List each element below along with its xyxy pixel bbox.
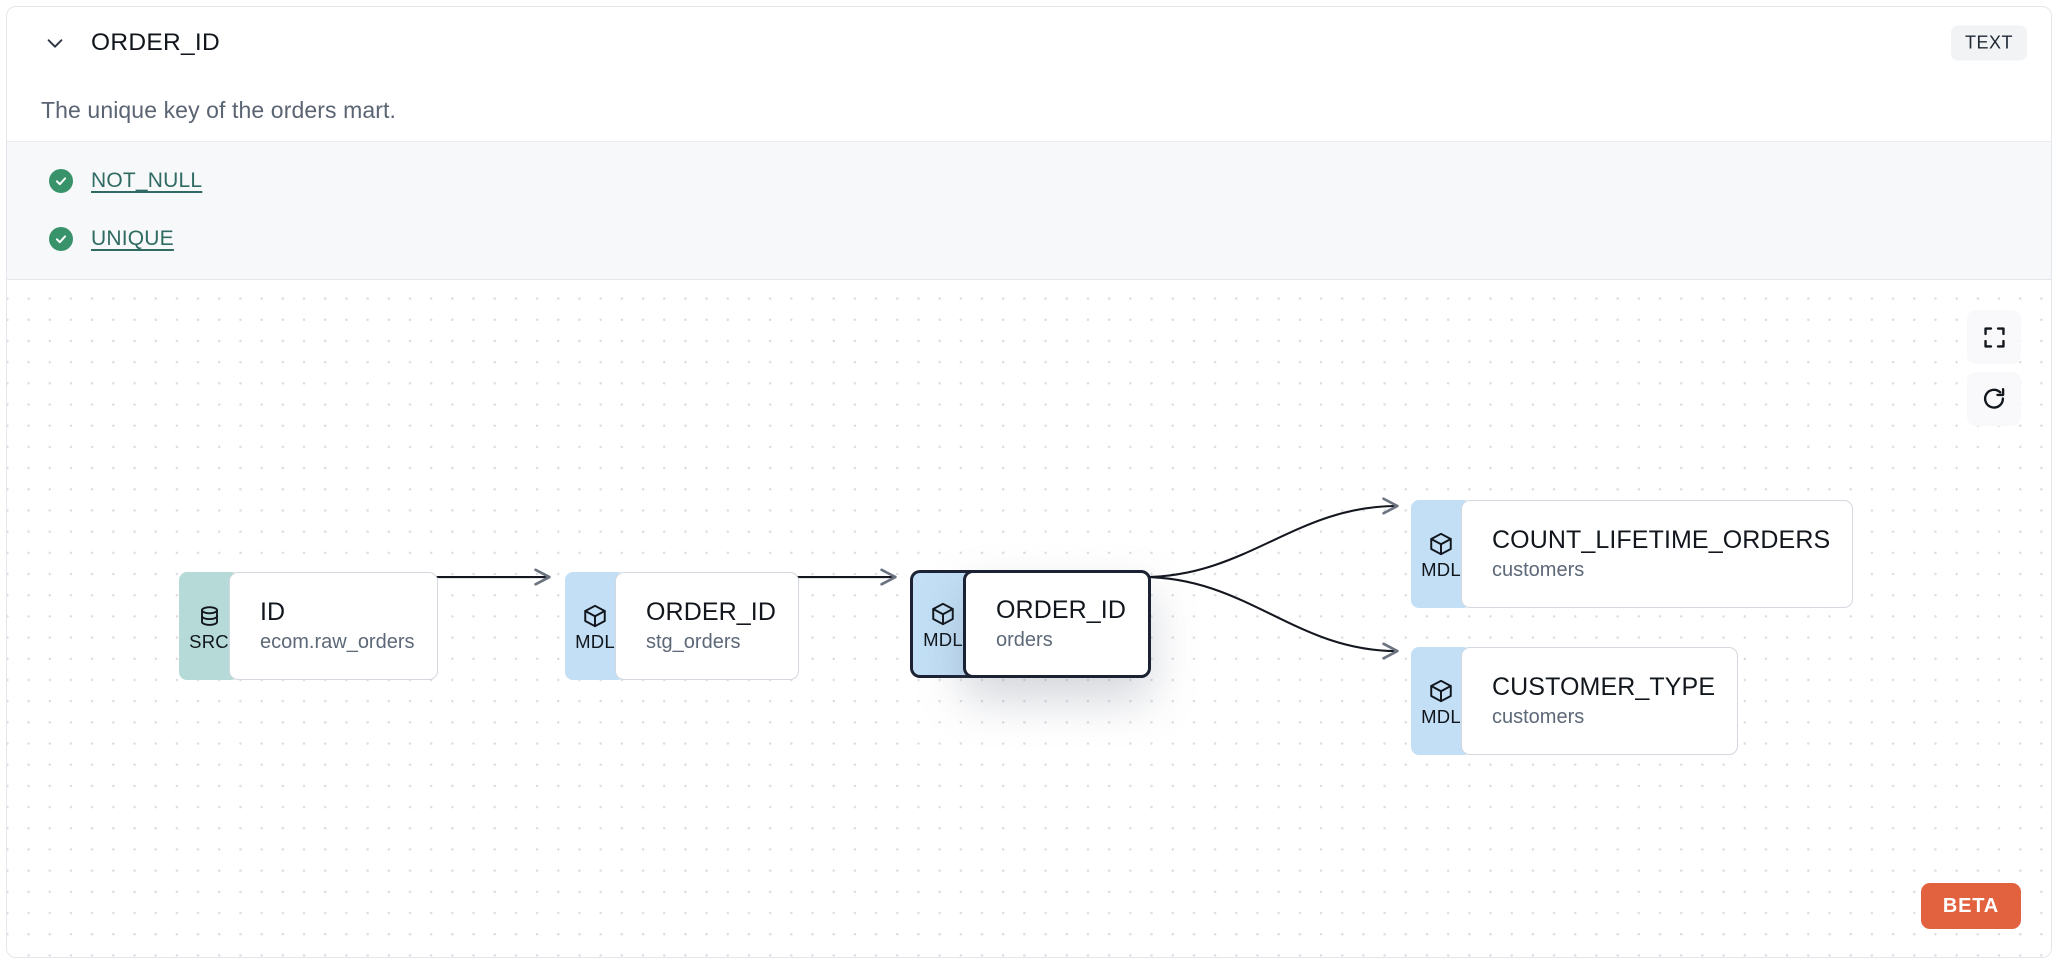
fit-view-button[interactable] bbox=[1967, 310, 2021, 364]
cube-icon bbox=[582, 602, 608, 630]
column-detail-card: ORDER_ID TEXT The unique key of the orde… bbox=[6, 6, 2052, 958]
lineage-node-count-lifetime[interactable]: MDL COUNT_LIFETIME_ORDERS customers bbox=[1411, 500, 1854, 608]
node-body: CUSTOMER_TYPE customers bbox=[1461, 647, 1739, 755]
lineage-canvas[interactable]: SRC ID ecom.raw_orders MDL ORDE bbox=[7, 280, 2051, 957]
node-name: ORDER_ID bbox=[996, 595, 1126, 624]
test-link-not-null[interactable]: NOT_NULL bbox=[91, 169, 203, 192]
cube-icon bbox=[930, 600, 956, 628]
test-link-unique[interactable]: UNIQUE bbox=[91, 227, 174, 250]
cube-icon bbox=[1428, 530, 1454, 558]
node-name: CUSTOMER_TYPE bbox=[1492, 672, 1716, 701]
page-title: ORDER_ID bbox=[91, 29, 221, 56]
beta-badge[interactable]: BETA bbox=[1920, 883, 2021, 929]
node-body: COUNT_LIFETIME_ORDERS customers bbox=[1461, 500, 1854, 608]
refresh-icon bbox=[1981, 386, 2007, 412]
edge-orders-to-type bbox=[1142, 576, 1399, 660]
database-icon bbox=[197, 602, 222, 630]
test-row: NOT_NULL bbox=[49, 163, 2051, 199]
check-circle-icon bbox=[49, 169, 73, 193]
node-resource: customers bbox=[1492, 706, 1585, 729]
node-body: ID ecom.raw_orders bbox=[229, 572, 438, 680]
node-resource: stg_orders bbox=[646, 631, 741, 654]
node-name: ORDER_ID bbox=[646, 597, 776, 626]
node-badge-mdl: MDL bbox=[910, 570, 973, 678]
node-name: COUNT_LIFETIME_ORDERS bbox=[1492, 525, 1831, 554]
card-header: ORDER_ID TEXT bbox=[7, 7, 2051, 79]
lineage-node-orders-order-id[interactable]: MDL ORDER_ID orders bbox=[910, 570, 1151, 678]
tests-section: NOT_NULL UNIQUE bbox=[7, 141, 2051, 280]
lineage-node-customer-type[interactable]: MDL CUSTOMER_TYPE customers bbox=[1411, 647, 1739, 755]
node-badge-label: SRC bbox=[189, 631, 229, 653]
node-name: ID bbox=[260, 597, 286, 626]
node-body: ORDER_ID stg_orders bbox=[615, 572, 799, 680]
data-type-badge: TEXT bbox=[1950, 25, 2027, 61]
node-badge-label: MDL bbox=[1421, 559, 1461, 581]
fit-view-icon bbox=[1982, 325, 2007, 350]
cube-icon bbox=[1428, 677, 1454, 705]
node-badge-label: MDL bbox=[575, 631, 615, 653]
node-badge-label: MDL bbox=[1421, 706, 1461, 728]
lineage-node-src-id[interactable]: SRC ID ecom.raw_orders bbox=[179, 572, 438, 680]
reset-button[interactable] bbox=[1967, 372, 2021, 426]
edge-orders-to-count bbox=[1142, 497, 1399, 579]
chevron-down-icon[interactable] bbox=[41, 29, 69, 57]
column-description: The unique key of the orders mart. bbox=[41, 96, 396, 123]
node-resource: customers bbox=[1492, 559, 1585, 582]
node-body: ORDER_ID orders bbox=[963, 570, 1151, 678]
canvas-controls bbox=[1967, 310, 2021, 426]
node-badge-label: MDL bbox=[923, 629, 963, 651]
node-resource: orders bbox=[996, 629, 1053, 652]
test-row: UNIQUE bbox=[49, 221, 2051, 257]
check-circle-icon bbox=[49, 227, 73, 251]
node-resource: ecom.raw_orders bbox=[260, 631, 415, 654]
lineage-node-stg-order-id[interactable]: MDL ORDER_ID stg_orders bbox=[565, 572, 799, 680]
